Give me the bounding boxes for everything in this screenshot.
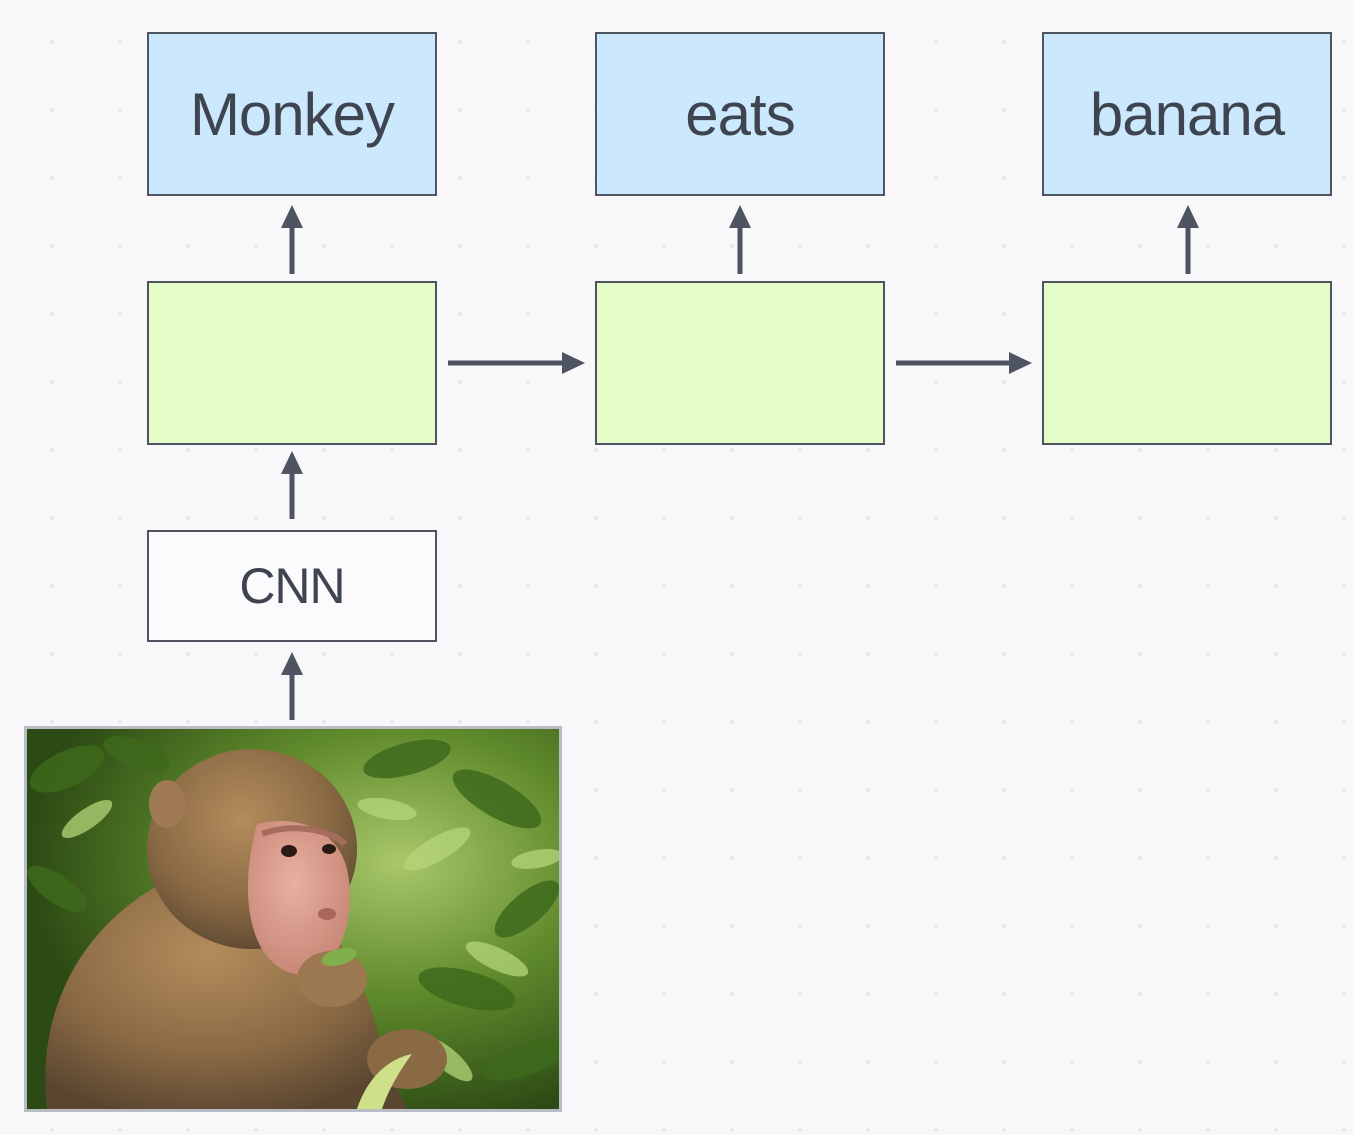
arrowhead-up-image bbox=[281, 652, 303, 675]
monkey-photo bbox=[27, 729, 559, 1109]
input-image bbox=[24, 726, 562, 1112]
arrowhead-up-3 bbox=[1177, 205, 1199, 228]
arrowhead-up-2 bbox=[729, 205, 751, 228]
output-word-3: banana bbox=[1089, 80, 1285, 148]
output-word-box-2: eats bbox=[595, 32, 885, 196]
cnn-label: CNN bbox=[239, 558, 345, 614]
rnn-cell-1 bbox=[147, 281, 437, 445]
output-word-box-1: Monkey bbox=[147, 32, 437, 196]
arrowhead-up-cnn bbox=[281, 451, 303, 474]
arrowhead-right-2 bbox=[1009, 352, 1032, 374]
arrowhead-up-1 bbox=[281, 205, 303, 228]
rnn-cell-3 bbox=[1042, 281, 1332, 445]
output-word-2: eats bbox=[685, 80, 795, 148]
output-word-1: Monkey bbox=[189, 80, 395, 148]
output-word-box-3: banana bbox=[1042, 32, 1332, 196]
cnn-encoder-box: CNN bbox=[147, 530, 437, 642]
rnn-cell-2 bbox=[595, 281, 885, 445]
arrowhead-right-1 bbox=[562, 352, 585, 374]
